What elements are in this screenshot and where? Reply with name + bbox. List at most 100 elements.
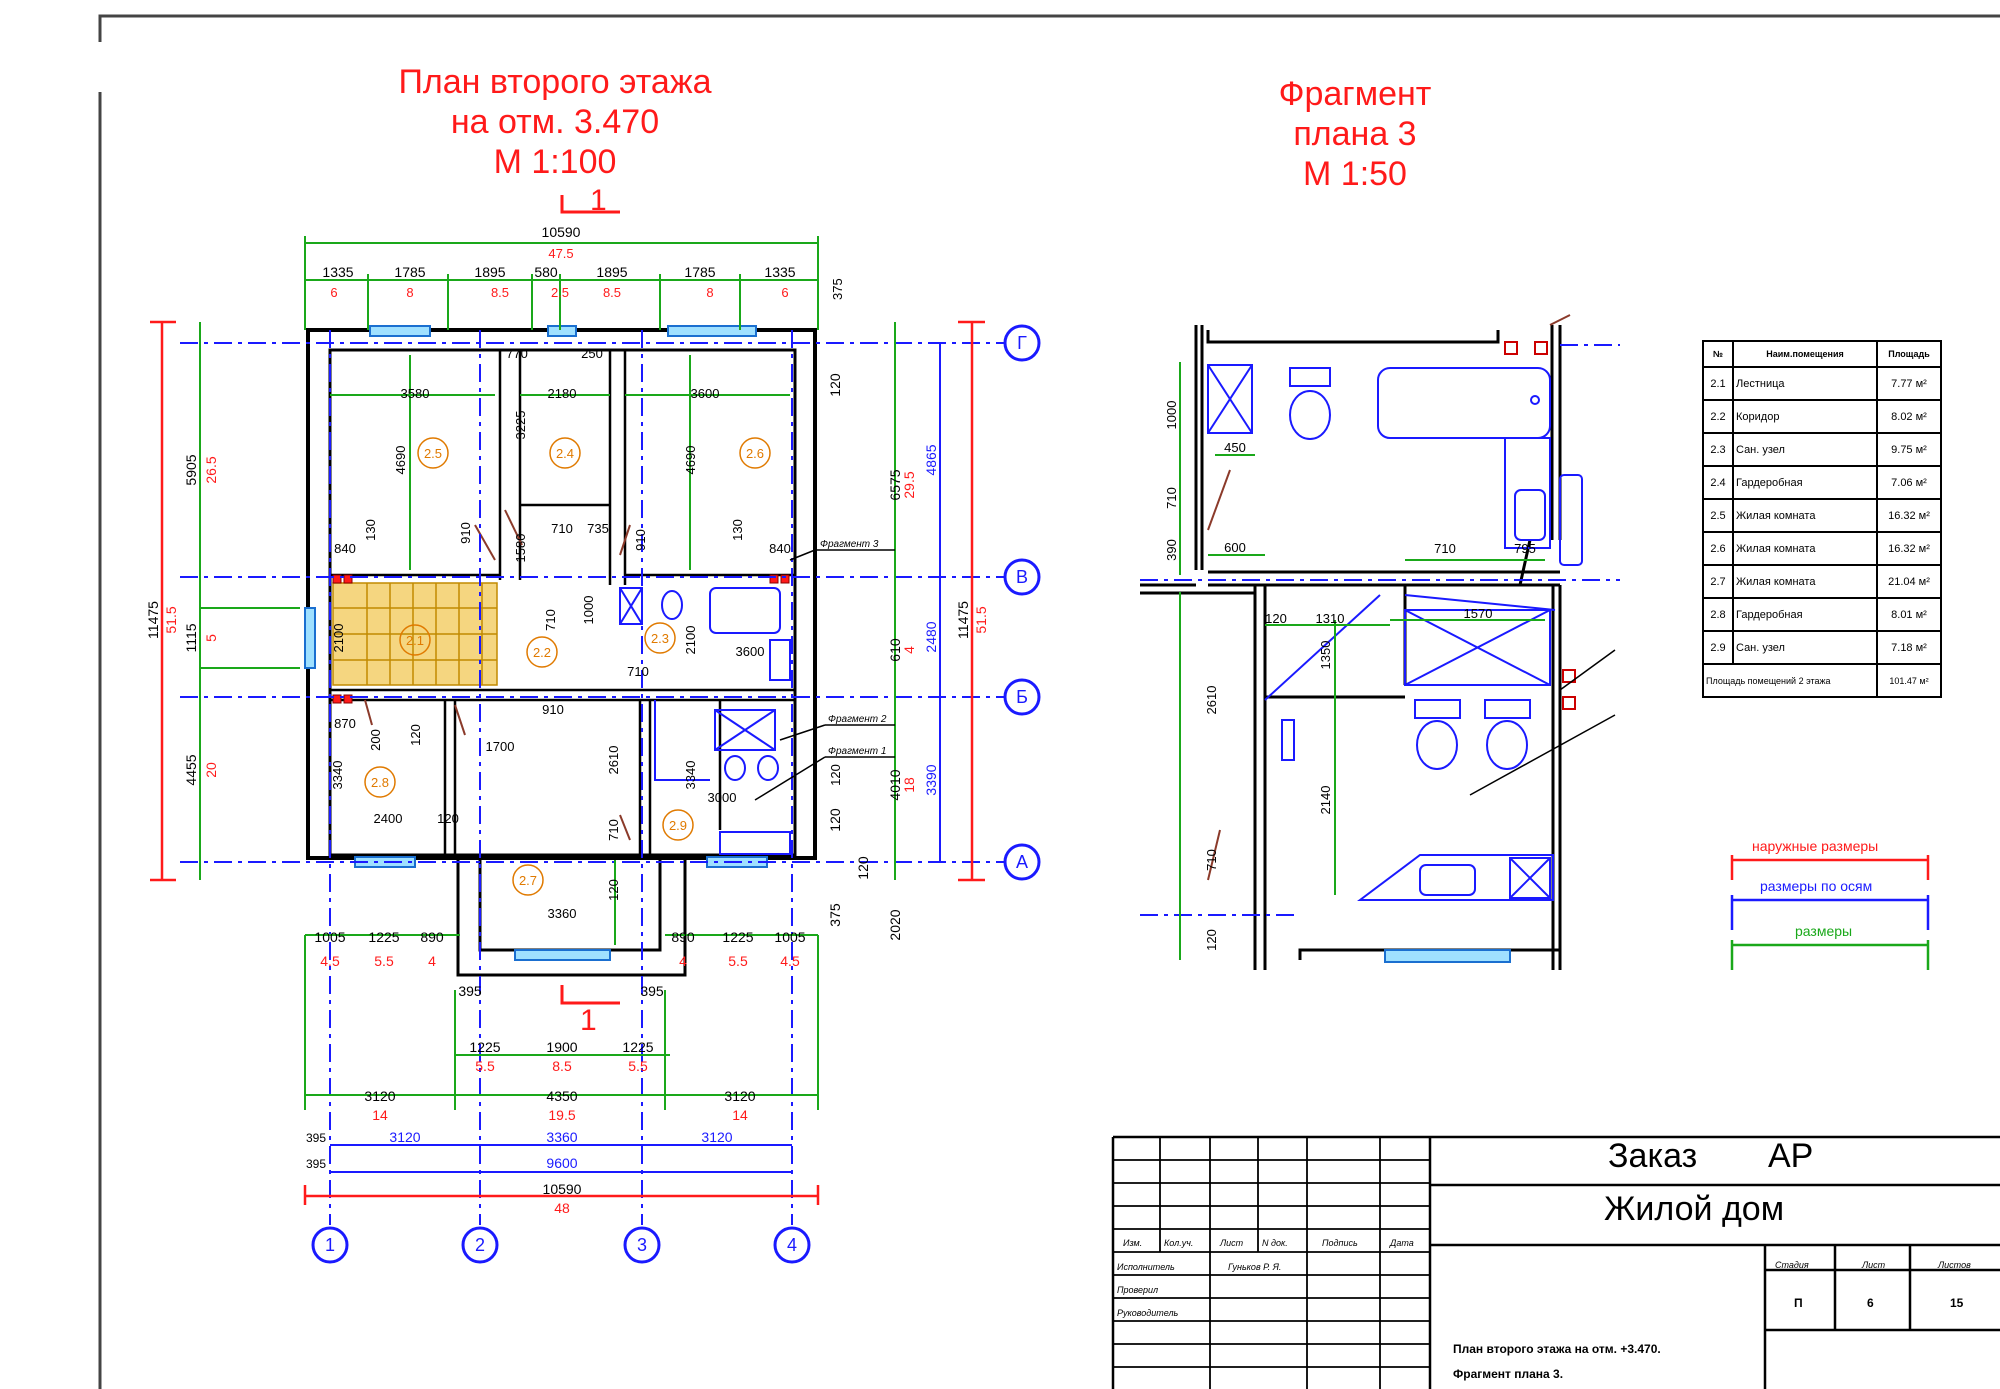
room-name: Лестница <box>1732 366 1878 401</box>
dim-bot1-red-3: 4 <box>428 953 436 969</box>
dim-top-7: 1335 <box>764 264 795 280</box>
svg-text:3360: 3360 <box>548 906 577 921</box>
svg-text:910: 910 <box>633 529 648 551</box>
dim-right-1: 6575 <box>887 469 903 500</box>
fragment-plan: 1000 710 390 450 600 710 795 120 1310 15… <box>1140 314 1620 970</box>
svg-text:710: 710 <box>606 819 621 841</box>
fragment-fixtures <box>1207 364 1583 901</box>
plan-title-line3: М 1:100 <box>493 143 617 181</box>
room-label-2-1: 2.1 <box>406 633 424 648</box>
total-area: 101.47 м² <box>1876 663 1942 698</box>
dim-top-4: 580 <box>534 264 558 280</box>
dim-top-overall-red: 47.5 <box>548 246 573 261</box>
svg-text:840: 840 <box>769 541 791 556</box>
frag-dim-7: 795 <box>1514 541 1536 556</box>
dim-right-small-4: 375 <box>827 903 843 927</box>
dim-right-red-1: 29.5 <box>901 471 917 498</box>
stamp-section: АР <box>1768 1137 1814 1175</box>
dim-bot2-2: 395 <box>640 983 664 999</box>
dim-top-red-6: 8 <box>706 285 713 300</box>
dim-bot3-red-2: 8.5 <box>552 1058 572 1074</box>
title-block-grid <box>1111 1135 2000 1389</box>
dim-bot1-1: 1005 <box>314 929 345 945</box>
room-area: 9.75 м² <box>1876 432 1942 467</box>
stamp-col-date: Дата <box>1390 1238 1414 1248</box>
axis-label-a: А <box>1016 852 1028 872</box>
dim-top-right: 375 <box>830 278 845 300</box>
dim-top-1: 1335 <box>322 264 353 280</box>
stamp-stage-header: Стадия <box>1775 1260 1809 1270</box>
dim-bot1-red-5: 5.5 <box>728 953 748 969</box>
room-num: 2.2 <box>1702 399 1734 434</box>
svg-text:120: 120 <box>437 811 459 826</box>
section-mark-bottom: 1 <box>580 1004 597 1037</box>
axis-label-v: В <box>1016 567 1028 587</box>
dim-top-6: 1785 <box>684 264 715 280</box>
frag-dim-11: 1350 <box>1318 641 1333 670</box>
dim-top-2: 1785 <box>394 264 425 280</box>
green-dimension-lines <box>199 236 896 1110</box>
room-area: 8.01 м² <box>1876 597 1942 632</box>
fragment-walls <box>1140 325 1562 970</box>
stamp-col-koluch: Кол.уч. <box>1164 1238 1194 1248</box>
frag-dim-15: 120 <box>1204 929 1219 951</box>
dim-left-red-2: 5 <box>203 634 219 642</box>
fragment-doors <box>1207 314 1571 881</box>
dim-right-overall: 11475 <box>955 601 971 639</box>
frag-dim-8: 120 <box>1265 611 1287 626</box>
dim-left-overall-red: 51.5 <box>163 606 179 633</box>
fragment-marks: Фрагмент 3 Фрагмент 2 Фрагмент 1 <box>754 539 895 801</box>
stamp-sheet-title-1: План второго этажа на отм. +3.470. <box>1453 1342 1661 1356</box>
fragment-title-line1: Фрагмент <box>1278 75 1432 113</box>
dim-right-red-2: 4 <box>901 646 917 654</box>
fragment-mark-3: Фрагмент 3 <box>820 539 879 550</box>
frag-dim-1: 1000 <box>1164 401 1179 430</box>
dim-bot1-4: 890 <box>671 929 695 945</box>
svg-text:120: 120 <box>828 764 843 786</box>
room-name: Сан. узел <box>1732 432 1878 467</box>
interior-dimensions: 3580 2180 3600 4690 4690 3225 2100 1580 … <box>330 346 843 921</box>
frag-dim-5: 600 <box>1224 540 1246 555</box>
staircase <box>332 582 498 686</box>
plan-title: План второго этажа на отм. 3.470 М 1:100 <box>340 62 770 182</box>
section-mark-top: 1 <box>590 184 607 217</box>
room-num: 2.5 <box>1702 498 1734 533</box>
svg-text:120: 120 <box>408 724 423 746</box>
stamp-sheets-header: Листов <box>1938 1260 1971 1270</box>
fragment-dimension-lines <box>1179 362 1545 960</box>
dim-bot3-red-3: 5.5 <box>628 1058 648 1074</box>
fragment-title-line3: М 1:50 <box>1303 155 1407 193</box>
room-label-2-9: 2.9 <box>669 818 687 833</box>
room-label-2-3: 2.3 <box>651 631 669 646</box>
stamp-role-head: Руководитель <box>1117 1308 1179 1318</box>
svg-text:130: 130 <box>363 519 378 541</box>
room-label-2-2: 2.2 <box>533 645 551 660</box>
fragment-mark-1: Фрагмент 1 <box>828 746 886 757</box>
stamp-col-sign: Подпись <box>1322 1238 1358 1248</box>
svg-text:3340: 3340 <box>683 761 698 790</box>
stamp-sheet-header: Лист <box>1862 1260 1886 1270</box>
room-area: 16.32 м² <box>1876 531 1942 566</box>
svg-text:840: 840 <box>334 541 356 556</box>
dim-top-red-3: 8.5 <box>491 285 509 300</box>
dim-right-red-3: 18 <box>901 777 917 793</box>
room-label-2-4: 2.4 <box>556 446 574 461</box>
room-area: 7.18 м² <box>1876 630 1942 665</box>
frag-dim-9: 1310 <box>1316 611 1345 626</box>
dimension-legend <box>1730 855 1930 970</box>
main-floor-plan: Г В Б А 1 2 3 4 <box>145 184 1041 1264</box>
svg-text:735: 735 <box>587 521 609 536</box>
dim-left-red-3: 20 <box>203 762 219 778</box>
frag-dim-12: 2610 <box>1204 686 1219 715</box>
dim-left-red-1: 26.5 <box>203 456 219 483</box>
dim-bot1-2: 1225 <box>368 929 399 945</box>
dim-bot3-2: 1900 <box>546 1039 577 1055</box>
fragment-title: Фрагмент плана 3 М 1:50 <box>1220 74 1490 194</box>
legend-sizes: размеры <box>1795 923 1853 939</box>
room-table-header-num: № <box>1702 340 1734 368</box>
axis-label-b: Б <box>1016 687 1028 707</box>
